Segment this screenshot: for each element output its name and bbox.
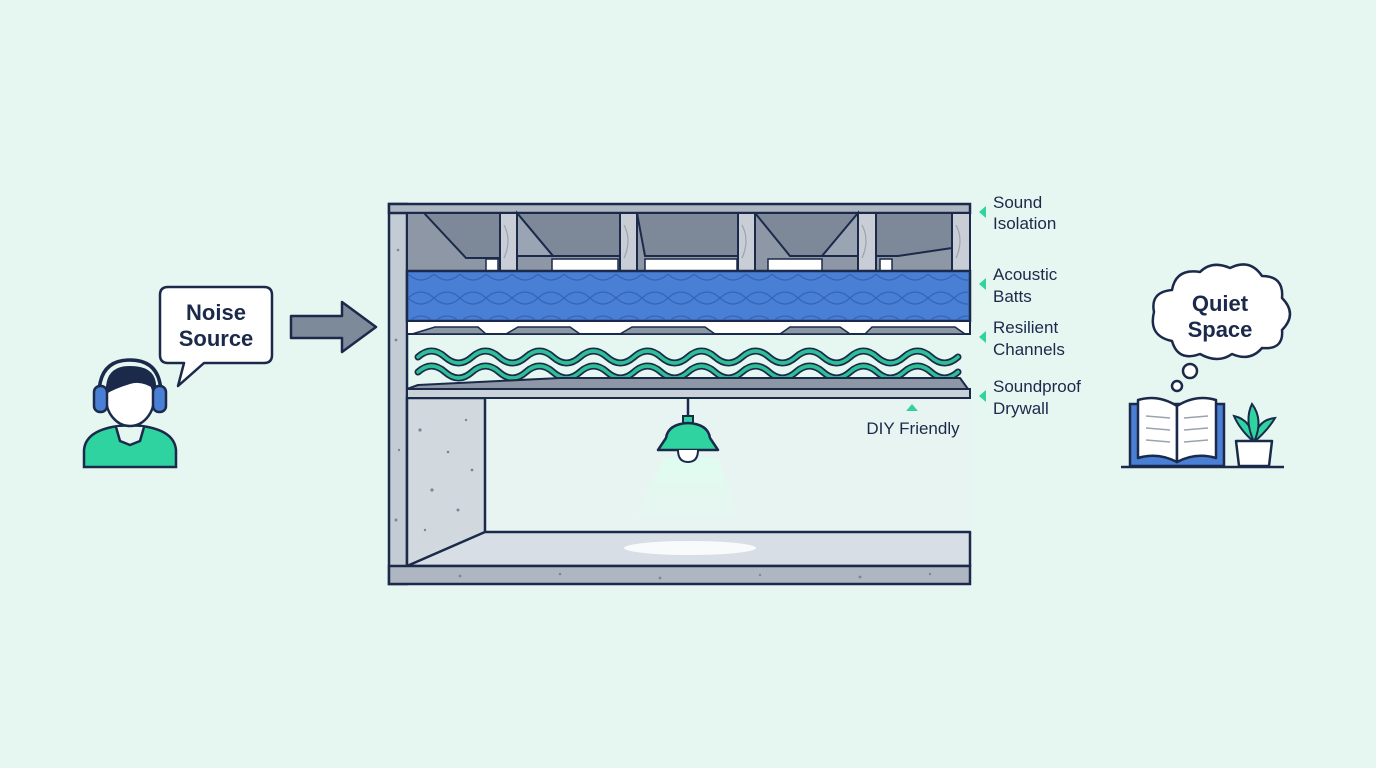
thought-bubble-icon: Quiet Space [1151,263,1292,393]
callout-acoustic-batts-line2: Batts [993,287,1032,306]
callout-resilient-channels-line2: Channels [993,340,1065,359]
person-with-headphones-icon [82,358,178,469]
noise-source-bubble: Noise Source [158,285,274,388]
badge-pointer-icon [906,404,918,411]
potted-plant-icon [1232,402,1277,468]
callout-soundproof-drywall-line1: Soundproof [993,377,1081,396]
noise-source-line1: Noise [186,300,246,325]
diy-friendly-badge: DIY Friendly [866,404,960,438]
callout-pointer-icon [979,390,986,402]
arrow-right-icon [289,300,378,354]
callout-pointer-icon [979,331,986,343]
soundproof-drywall-layer [406,377,971,399]
callout-resilient-channels: Resilient Channels [979,318,1065,359]
sound-wave-lines [414,347,962,382]
callout-soundproof-drywall-line2: Drywall [993,399,1049,418]
callout-acoustic-batts-line1: Acoustic [993,265,1058,284]
callout-sound-isolation-line2: Isolation [993,214,1056,233]
floor-slab [387,530,972,586]
quiet-space-line1: Quiet [1192,291,1249,316]
quiet-space-line2: Space [1188,317,1253,342]
open-book-icon [1128,396,1226,468]
callout-pointer-icon [979,206,986,218]
callout-soundproof-drywall: Soundproof Drywall [979,377,1081,418]
callout-pointer-icon [979,278,986,290]
ceiling-cross-section [387,202,972,586]
ceiling-lamp-icon [624,398,756,555]
callout-acoustic-batts: Acoustic Batts [979,265,1058,306]
callout-resilient-channels-line1: Resilient [993,318,1058,337]
callout-sound-isolation: Sound Isolation [979,193,1056,233]
noise-source-line2: Source [179,326,254,351]
diy-friendly-label: DIY Friendly [866,419,960,438]
callout-sound-isolation-line1: Sound [993,193,1042,212]
acoustic-batts-layer [405,269,972,323]
resilient-channels-layer [406,320,971,335]
ceiling-joists [387,202,972,272]
